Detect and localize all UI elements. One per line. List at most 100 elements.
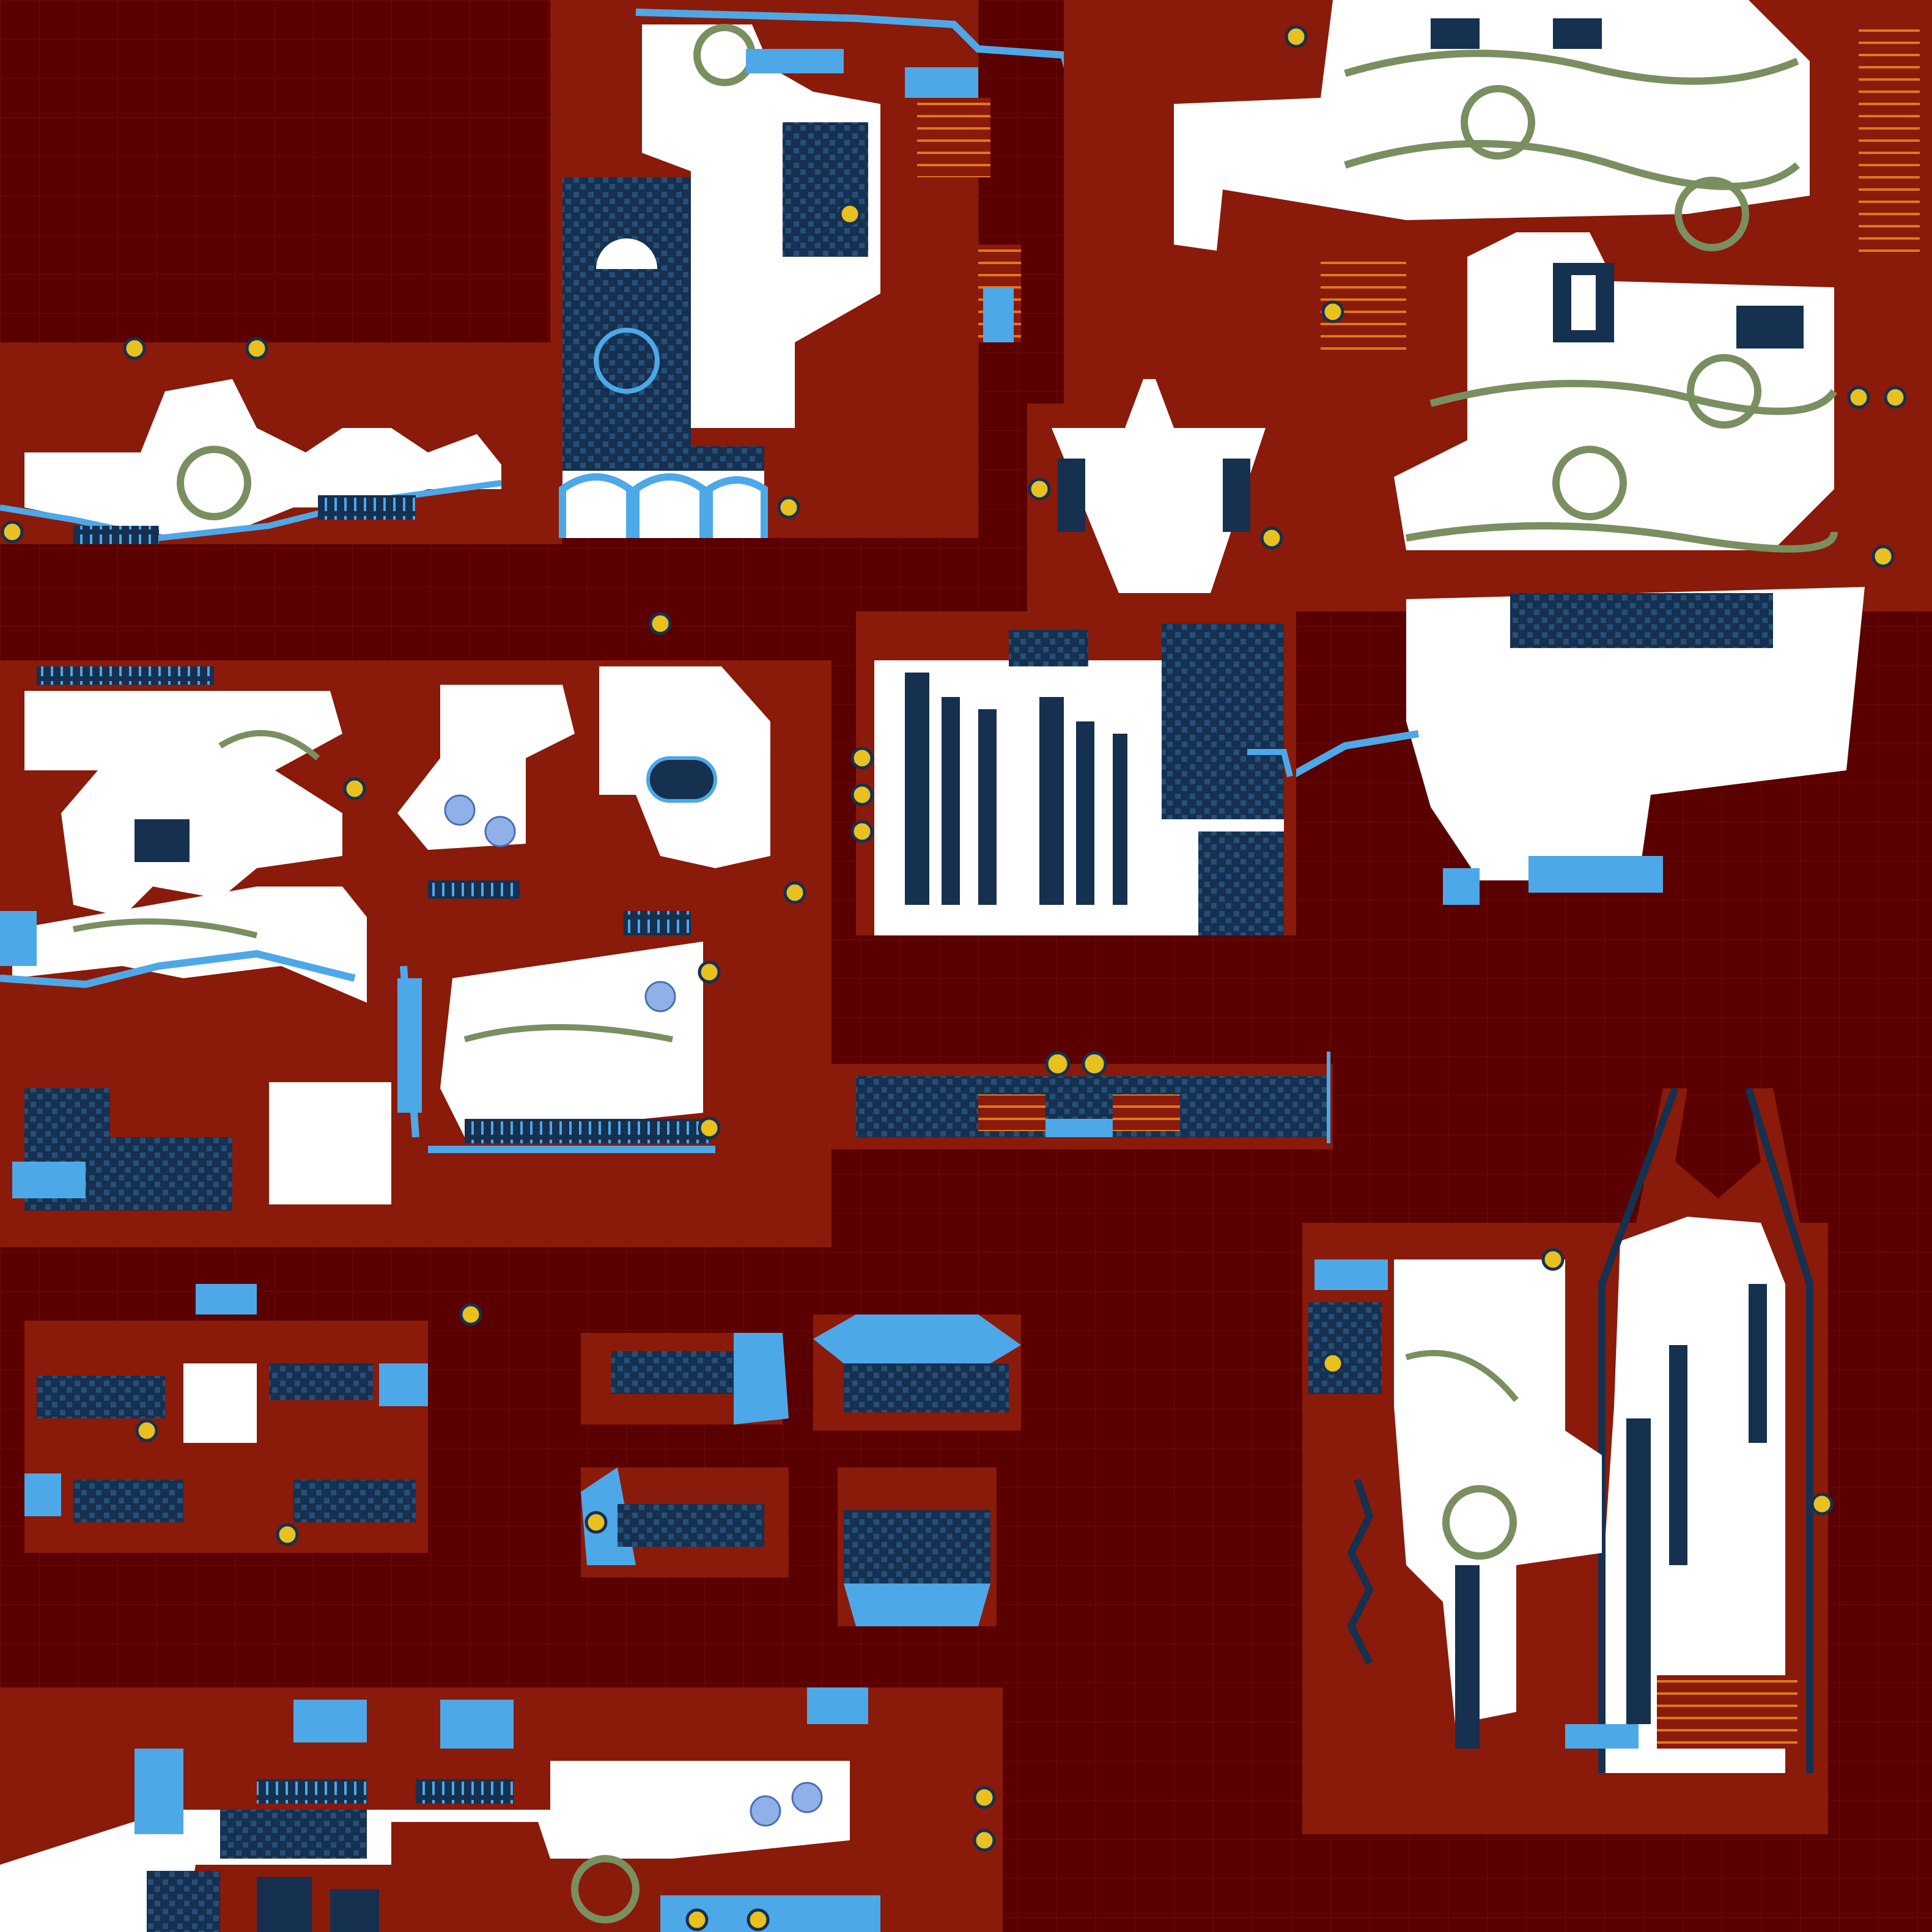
bolt-node xyxy=(747,1908,770,1931)
blue-crate xyxy=(24,1473,61,1516)
bridge-panel xyxy=(1045,1119,1113,1137)
machine-block xyxy=(1431,18,1480,49)
bolt-node xyxy=(1285,25,1308,48)
blue-crate xyxy=(196,1284,257,1314)
blue-hull xyxy=(813,1314,1021,1363)
rail-track xyxy=(72,918,258,938)
island-core xyxy=(611,1351,752,1394)
bolt-node xyxy=(123,337,146,360)
island-core xyxy=(269,1363,373,1400)
open-hall xyxy=(1174,0,1810,251)
machine-grid xyxy=(1162,624,1284,819)
rail-track xyxy=(1405,522,1838,553)
open-room xyxy=(269,1082,391,1204)
bolt-node xyxy=(343,777,366,800)
bolt-node xyxy=(1871,545,1895,568)
rail-track xyxy=(1405,1350,1519,1403)
machine-column xyxy=(1626,1418,1651,1724)
vent-bar xyxy=(37,666,214,685)
bubble xyxy=(750,1795,781,1827)
bolt-node xyxy=(1321,1352,1344,1375)
bolt-node xyxy=(1260,526,1283,550)
vent-bar xyxy=(465,1119,709,1143)
bubble xyxy=(791,1782,823,1813)
bolt-node xyxy=(698,1116,721,1140)
bar-stack xyxy=(917,98,990,177)
machine-block xyxy=(73,526,159,544)
bolt-node xyxy=(1082,1051,1107,1077)
vent-bar xyxy=(624,911,691,935)
rail-track xyxy=(1429,380,1837,415)
bolt-node xyxy=(459,1303,482,1326)
loop-ring xyxy=(177,446,251,520)
machine-block xyxy=(1553,18,1602,49)
machine-block xyxy=(318,495,416,520)
blue-wall xyxy=(135,1749,183,1834)
open-corridor xyxy=(0,1761,850,1932)
blue-crate xyxy=(1314,1259,1388,1290)
zone-bottom-left-base xyxy=(0,1687,1003,1932)
bolt-node xyxy=(1028,477,1051,501)
island-core xyxy=(73,1480,183,1522)
machine-column xyxy=(942,697,960,905)
zone-top-left xyxy=(0,337,562,544)
machine-column xyxy=(978,709,997,905)
open-room xyxy=(397,685,575,850)
machine-column xyxy=(905,673,929,905)
bolt-node xyxy=(245,337,268,360)
loop-ring xyxy=(1461,85,1535,160)
machine-block xyxy=(1009,630,1088,666)
zigzag-wall xyxy=(1347,1478,1374,1665)
open-room xyxy=(24,691,342,917)
blue-hull xyxy=(844,1584,990,1626)
machine-block xyxy=(220,1810,367,1859)
bolt-node xyxy=(1847,386,1870,409)
blue-crate xyxy=(0,911,37,966)
bolt-node xyxy=(1884,386,1907,409)
bolt-node xyxy=(850,783,874,806)
blue-hull xyxy=(734,1333,789,1425)
machine-block xyxy=(257,1877,312,1932)
blue-crate xyxy=(1528,856,1663,893)
rail-track xyxy=(463,1024,673,1042)
machine-column xyxy=(1076,721,1094,905)
bridge-post xyxy=(1327,1052,1330,1143)
bolt-node xyxy=(1045,1051,1071,1077)
rail-track xyxy=(218,730,320,761)
blue-crate xyxy=(12,1162,86,1198)
loop-ring xyxy=(1675,177,1749,251)
island-core xyxy=(293,1480,416,1522)
bolt-node xyxy=(850,747,874,770)
bubble xyxy=(444,794,476,826)
gate-grate xyxy=(1657,1675,1797,1749)
blue-crate xyxy=(293,1700,367,1742)
zone-bottom-right xyxy=(1302,1086,1834,1834)
open-hall xyxy=(1394,232,1834,550)
bubble xyxy=(644,981,676,1012)
bolt-node xyxy=(838,202,861,226)
machine-column xyxy=(1455,1565,1480,1749)
funnel-wall xyxy=(1058,459,1085,532)
bolt-node xyxy=(698,960,721,984)
bolt-node xyxy=(135,1419,158,1442)
machine-grid xyxy=(1198,831,1284,935)
tower-arch xyxy=(596,238,657,269)
open-room xyxy=(12,887,367,1003)
vent-bar xyxy=(257,1779,367,1804)
machine-block xyxy=(783,122,868,257)
tower-gear xyxy=(594,328,660,394)
rail-track xyxy=(1344,50,1799,85)
bolt-node xyxy=(584,1511,608,1534)
bolt-node xyxy=(1541,1248,1565,1271)
water-pipe xyxy=(0,949,356,989)
bolt-node xyxy=(1,520,24,544)
bolt-node xyxy=(777,496,800,519)
water-pipe xyxy=(1247,749,1293,778)
machine-block xyxy=(330,1889,379,1932)
blue-crate xyxy=(379,1363,428,1406)
bolt-node xyxy=(783,881,806,904)
island-core xyxy=(618,1504,764,1547)
capsule-pod xyxy=(646,756,717,803)
blue-crate xyxy=(1565,1724,1639,1749)
